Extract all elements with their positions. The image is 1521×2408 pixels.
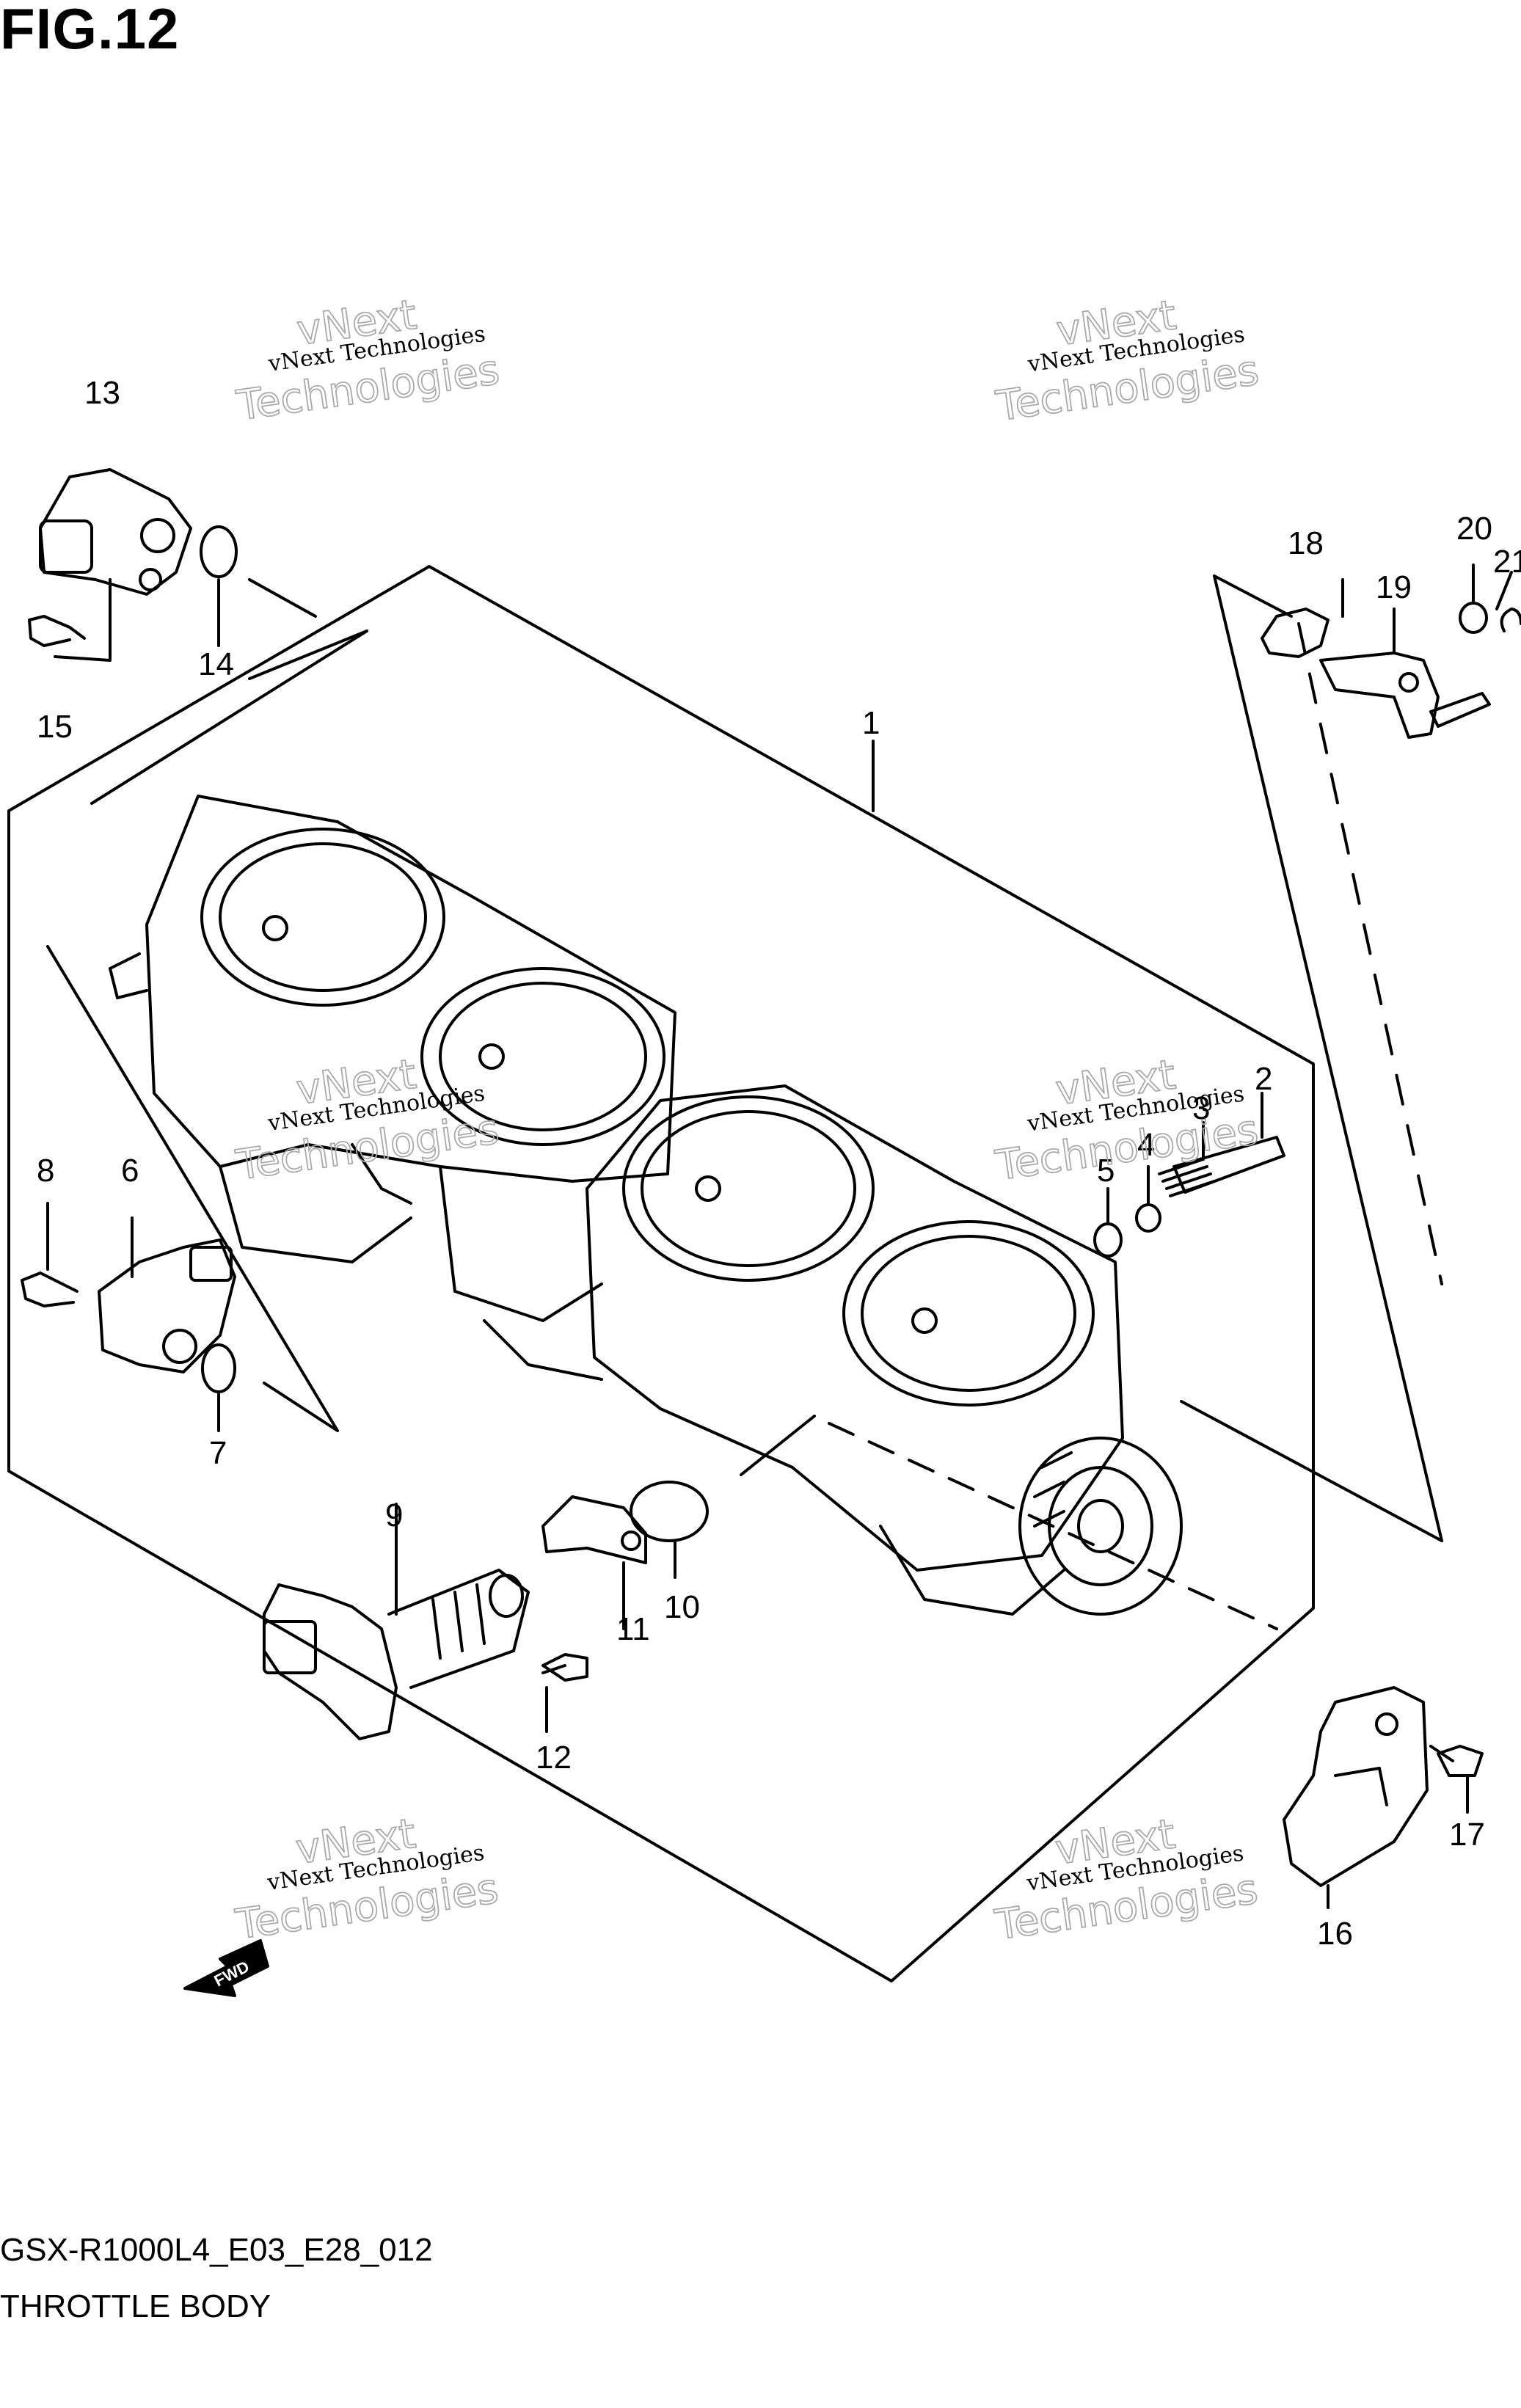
callout-20: 20 [1456, 511, 1492, 547]
part-6-sensor [98, 1238, 236, 1373]
part-12-screw [541, 1653, 588, 1682]
watermark-bottom-left: vNext Technologies vNext Technologies [232, 1809, 502, 1949]
diagram-caption: THROTTLE BODY [0, 2288, 271, 2324]
part-16-bracket [1283, 1686, 1429, 1887]
callout-10: 10 [664, 1589, 700, 1625]
callout-labels: 1 2 3 4 5 6 7 8 9 10 11 12 13 14 15 16 1… [37, 375, 1521, 1952]
callout-5: 5 [1097, 1153, 1115, 1189]
callout-15: 15 [37, 709, 73, 745]
part-10-o-ring [630, 1481, 709, 1542]
part-11-plate [541, 1495, 647, 1564]
right-bracket-frame [1180, 574, 1443, 1542]
part-20-washer [1459, 602, 1488, 634]
callout-4: 4 [1137, 1127, 1155, 1163]
part-13-throttle-position-sensor [39, 468, 192, 596]
part-14-o-ring [200, 525, 238, 578]
callout-8: 8 [37, 1153, 54, 1189]
callout-6: 6 [121, 1153, 139, 1189]
left-sensor-frame [46, 945, 339, 1432]
watermark-top-left: vNext Technologies vNext Technologies [233, 291, 503, 431]
throttle-body-lower [483, 1084, 1278, 1630]
callout-11: 11 [616, 1611, 650, 1647]
callout-18: 18 [1288, 525, 1324, 561]
part-15-screw [28, 615, 86, 647]
callout-12: 12 [536, 1740, 572, 1776]
part-17-screw [1429, 1745, 1484, 1777]
callout-13: 13 [84, 375, 120, 411]
part-5-o-ring [1093, 1222, 1123, 1258]
assembly-frame-inner-top [90, 630, 368, 805]
callout-19: 19 [1376, 569, 1412, 605]
callout-7: 7 [209, 1435, 227, 1471]
callout-2: 2 [1255, 1061, 1272, 1097]
frame-leader-top [248, 578, 317, 618]
throttle-pulley [1018, 1437, 1183, 1616]
watermark-bottom-right: vNext Technologies vNext Technologies [991, 1810, 1261, 1950]
callout-16: 16 [1317, 1916, 1353, 1952]
assembly-frame-outline [7, 565, 1315, 1982]
centre-shaft-dashed [828, 1422, 1278, 1630]
watermark-mid-right: vNext Technologies vNext Technologies [992, 1051, 1262, 1191]
part-18-spring [1261, 608, 1329, 658]
part-4-washer [1135, 1203, 1161, 1233]
throttle-body-upper [109, 795, 676, 1322]
callout-21: 21 [1493, 544, 1521, 580]
watermark-top-right: vNext Technologies vNext Technologies [992, 291, 1262, 431]
callout-1: 1 [862, 705, 880, 741]
watermark-mid-left: vNext Technologies vNext Technologies [233, 1050, 503, 1190]
part-9-sensor [263, 1569, 530, 1740]
callout-14: 14 [198, 646, 234, 682]
part-8-screw [21, 1272, 79, 1307]
part-19-lever [1319, 652, 1440, 739]
callout-9: 9 [385, 1497, 403, 1533]
part-7-o-ring [201, 1343, 236, 1393]
callout-3: 3 [1192, 1090, 1210, 1126]
diagram-code: GSX-R1000L4_E03_E28_012 [0, 2232, 433, 2268]
figure-title: FIG.12 [0, 0, 180, 61]
fwd-arrow-icon [183, 1939, 269, 1997]
part-21-clip [1500, 608, 1521, 632]
callout-17: 17 [1449, 1817, 1485, 1853]
part-3-spring [1158, 1158, 1216, 1197]
right-dashed-line [1297, 622, 1443, 1285]
